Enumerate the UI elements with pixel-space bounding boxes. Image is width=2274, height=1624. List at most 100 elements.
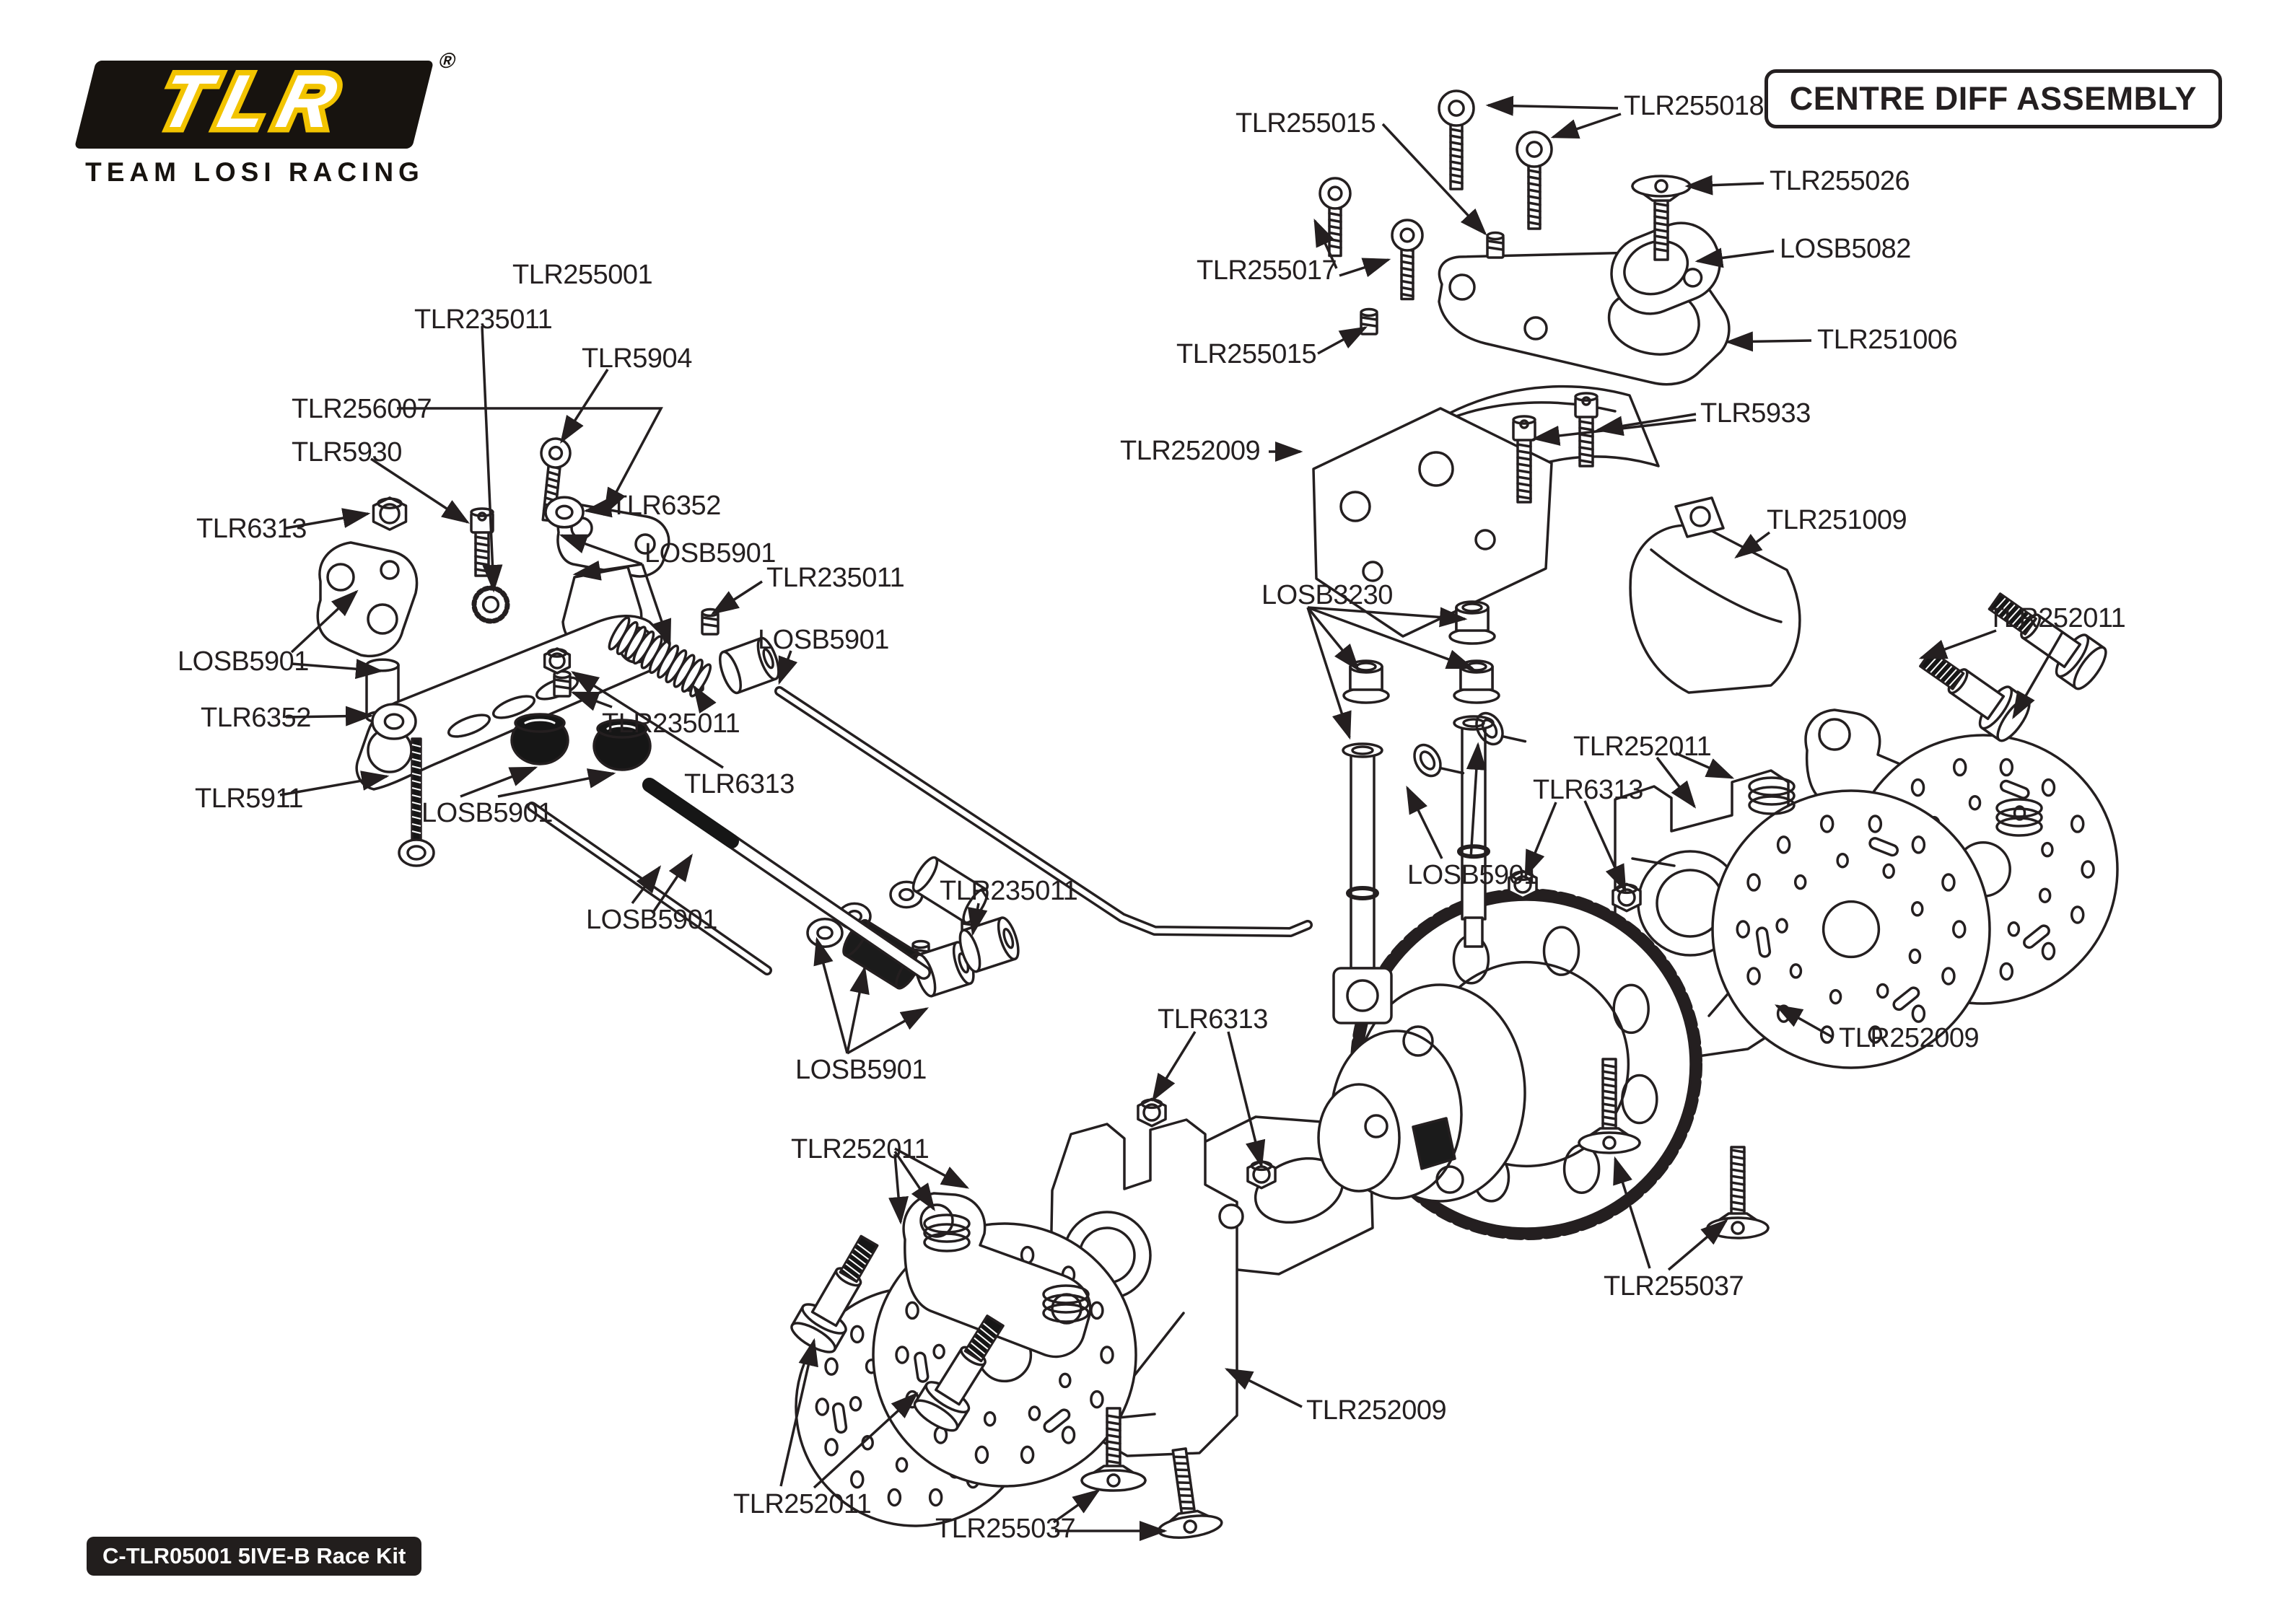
plate-hole (326, 563, 355, 592)
leader-line (279, 771, 390, 796)
part-label-tlr6313-32: TLR6313 (1533, 775, 1643, 805)
leader-line (460, 766, 538, 798)
leader-line (893, 1151, 935, 1211)
part-label-tlr5911-27: TLR5911 (195, 784, 304, 814)
screw-tlr255018 (1438, 89, 1475, 190)
arm-slot (491, 695, 536, 719)
collar-losb5901 (719, 636, 780, 695)
leader-line (693, 685, 717, 714)
leader-line (1725, 331, 1812, 352)
washer-tlr6352 (371, 703, 417, 740)
part-label-tlr252009-8: TLR252009 (1120, 436, 1261, 466)
bushing-losb3230 (1453, 659, 1500, 704)
part-label-losb5901-17: LOSB5901 (644, 538, 776, 569)
leader-line (847, 1007, 930, 1055)
leader-line (560, 369, 609, 444)
leader-line (1613, 1156, 1651, 1269)
leader-line (1583, 800, 1627, 893)
set-screw-tlr255015 (1360, 307, 1378, 335)
leader-line (572, 560, 643, 581)
part-label-tlr6352-24: TLR6352 (201, 703, 311, 733)
leader-line (1667, 1219, 1728, 1271)
wave-spring (1748, 776, 1796, 815)
screw-tlr5930 (470, 507, 494, 577)
leader-line (1152, 1031, 1197, 1102)
part-label-tlr235011-25: TLR235011 (602, 708, 740, 739)
plate-hole (1418, 451, 1454, 487)
plate-hole (1818, 718, 1851, 751)
leader-line (711, 580, 763, 615)
part-label-tlr6352-16: TLR6352 (611, 491, 721, 521)
part-label-tlr6313-26: TLR6313 (684, 769, 795, 799)
leader-line (1656, 756, 1697, 809)
washer-losb5901 (806, 918, 844, 948)
part-label-tlr5904-12: TLR5904 (582, 343, 692, 374)
leader-line (2012, 631, 2064, 720)
coupler (1412, 1117, 1456, 1170)
leader-line (290, 589, 359, 654)
arm-slot (447, 714, 491, 738)
wave-spring (1042, 1284, 1090, 1323)
wave-spring (1995, 798, 2043, 837)
leader-line (779, 1338, 818, 1487)
plate-hole (1523, 316, 1548, 341)
plate-hole (1448, 273, 1476, 301)
part-label-tlr252009-33: TLR252009 (1839, 1023, 1980, 1053)
plate-hole (1474, 529, 1496, 550)
screw-tlr5911 (398, 737, 435, 867)
leader-line (370, 457, 470, 524)
part-label-tlr6313-35: TLR6313 (1158, 1004, 1268, 1035)
kit-label: C-TLR05001 5IVE-B Race Kit (87, 1537, 422, 1576)
page-title: CENTRE DIFF ASSEMBLY (1764, 69, 2222, 128)
leader-line (1381, 123, 1487, 236)
part-label-tlr256007-13: TLR256007 (292, 394, 432, 424)
tlr-logo: TLR TLR ® TEAM LOSI RACING (74, 49, 458, 188)
screw-tlr5933 (1574, 392, 1599, 468)
part-label-losb5901-31: LOSB5901 (586, 905, 717, 935)
nut-tlr6313 (1612, 882, 1642, 913)
part-label-tlr255018-1: TLR255018 (1624, 91, 1764, 121)
bushing-losb5901 (592, 719, 652, 771)
part-label-tlr255017-5: TLR255017 (1197, 255, 1337, 286)
brake-disc (1711, 789, 1991, 1069)
ball-stud (1218, 1203, 1244, 1229)
leader-line (1306, 607, 1352, 740)
washer-tlr6352 (544, 496, 585, 529)
part-label-tlr255015-6: TLR255015 (1176, 339, 1317, 369)
leader-line (1339, 258, 1391, 278)
tlr-logo-subtitle: TEAM LOSI RACING (85, 157, 424, 187)
bushing-losb5901 (510, 713, 569, 765)
plate-hole (634, 533, 656, 555)
leader-line (1918, 629, 1997, 659)
eyelet-losb5901 (1413, 743, 1465, 778)
set-screw-tlr235011 (553, 670, 572, 698)
tlr-logo-letters: TLR (152, 60, 358, 144)
spring-losb5901 (608, 616, 712, 698)
leader-line (481, 325, 503, 593)
bushing-losb3230 (1448, 600, 1496, 645)
leader-line (1052, 1488, 1101, 1524)
set-screw-tlr255015 (1486, 231, 1505, 259)
screw-tlr255017 (1391, 219, 1424, 301)
leader-line (559, 534, 643, 566)
nut-tlr6313 (372, 496, 408, 531)
leader-line (641, 563, 672, 648)
leader-line (285, 508, 371, 530)
nut-tlr6313 (1137, 1097, 1167, 1128)
leader-line (888, 1154, 909, 1225)
leader-line (285, 706, 374, 727)
plate-hole (380, 560, 400, 580)
part-label-tlr235011-30: TLR235011 (940, 876, 1078, 906)
leader-line (631, 865, 662, 905)
leader-line (1675, 752, 1735, 779)
leader-line (1227, 1031, 1266, 1169)
leader-line (397, 407, 663, 517)
leader-line (1524, 802, 1557, 879)
plate-hole (1362, 561, 1383, 582)
part-label-tlr255037-37: TLR255037 (1604, 1271, 1744, 1302)
part-label-losb3230-20: LOSB3230 (1261, 580, 1393, 610)
leader-line (1684, 175, 1764, 196)
shoulder-screw-tlr252011 (1987, 592, 2107, 690)
screw-tlr5933 (1512, 415, 1536, 504)
